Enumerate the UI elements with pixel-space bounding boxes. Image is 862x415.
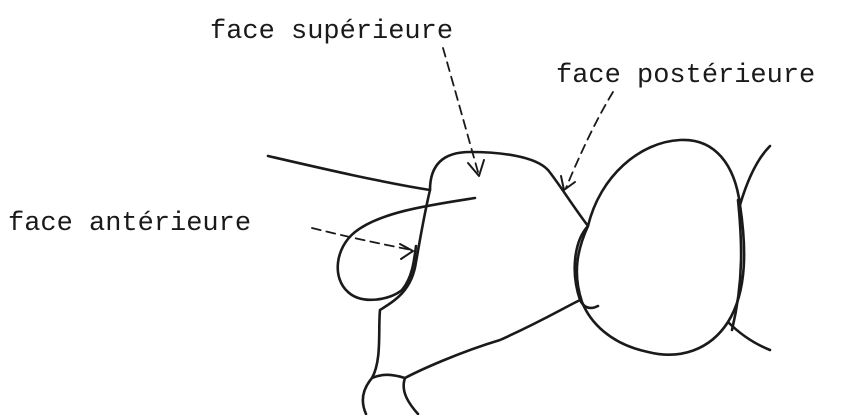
right-body-outline [577, 140, 744, 355]
right-branch-lower [728, 322, 770, 350]
label-face-posterieure: face postérieure [556, 61, 815, 91]
lower-fold [372, 375, 405, 378]
anterior-face-contour [363, 190, 430, 414]
arrow-face-anterieure [312, 228, 413, 259]
label-face-superieure: face supérieure [210, 17, 453, 47]
main-body-outline [268, 152, 588, 414]
arrow-face-posterieure [561, 92, 613, 190]
label-face-anterieure: face antérieure [8, 209, 251, 239]
right-branch-upper [740, 146, 770, 205]
